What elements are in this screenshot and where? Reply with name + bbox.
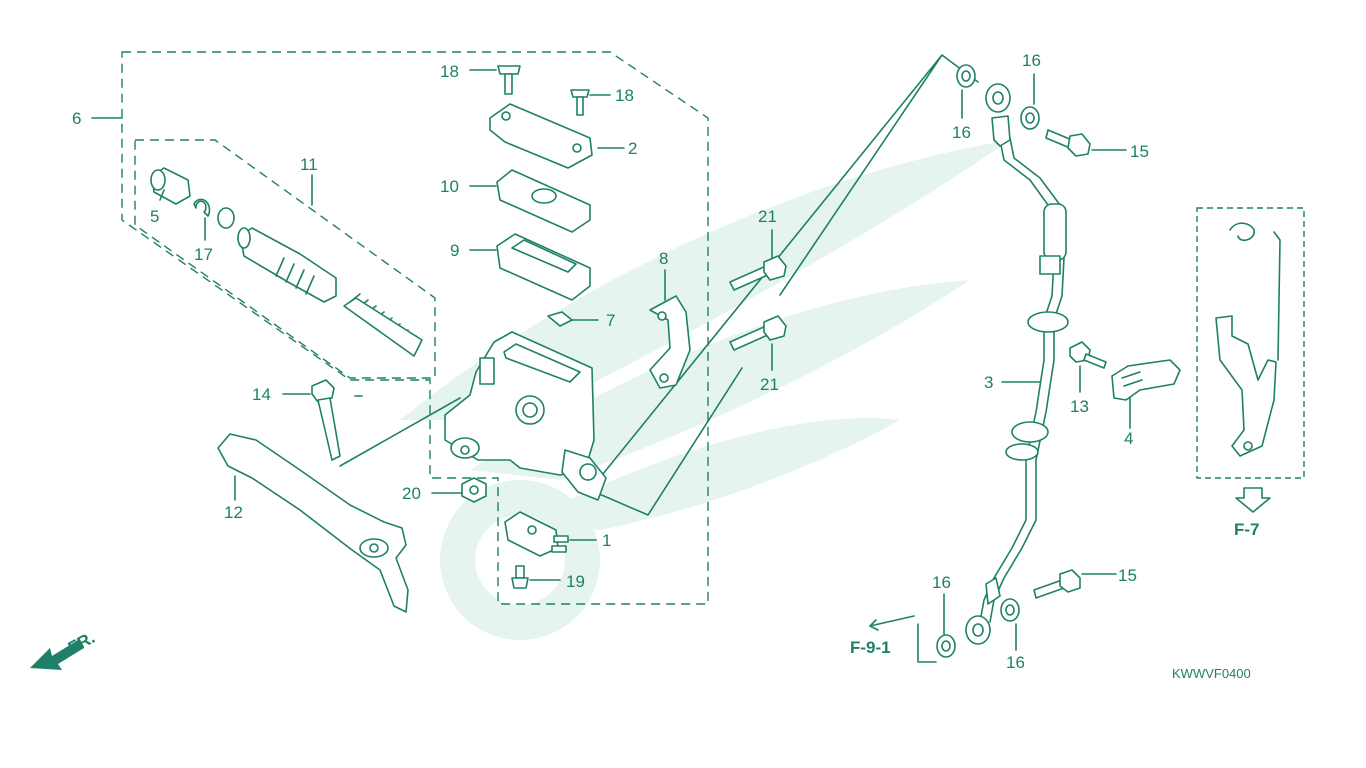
callout-1: 1 <box>602 531 611 550</box>
callout-9: 9 <box>450 241 459 260</box>
banjo-fitting-upper <box>985 83 1011 147</box>
callout-17: 17 <box>194 245 213 264</box>
callout-21-lower: 21 <box>760 375 779 394</box>
callout-12: 12 <box>224 503 243 522</box>
hose-clamp <box>1111 359 1181 401</box>
diaphragm-plate <box>496 169 591 233</box>
callout-20: 20 <box>402 484 421 503</box>
callout-11: 11 <box>300 155 318 174</box>
spring <box>343 293 423 357</box>
holder <box>649 295 691 389</box>
banjo-fitting-lower <box>965 615 991 645</box>
screw-19 <box>511 565 529 589</box>
callout-3: 3 <box>984 373 993 392</box>
washer-16-a <box>956 64 976 88</box>
washer-16-c <box>936 634 956 658</box>
front-direction-arrow: FR. <box>30 628 98 670</box>
circlip <box>193 198 211 217</box>
boot <box>150 167 191 205</box>
callout-5: 5 <box>150 207 159 226</box>
reservoir-cap <box>489 103 593 169</box>
bolt-21-upper <box>729 255 787 291</box>
callout-8: 8 <box>659 249 668 268</box>
front-stop-switch <box>504 511 569 557</box>
bolt-21-lower <box>729 315 787 351</box>
master-cylinder-body <box>444 331 607 501</box>
brake-hose <box>979 137 1069 623</box>
oil-bolt-15-upper <box>1045 129 1091 157</box>
washer-16-d <box>1000 598 1020 622</box>
callout-15-lower: 15 <box>1118 566 1137 585</box>
callout-6: 6 <box>72 109 81 128</box>
callout-4: 4 <box>1124 429 1133 448</box>
callout-leader-lines <box>91 69 1131 651</box>
brake-lever <box>217 433 409 613</box>
pivot-bolt <box>311 379 341 461</box>
bolt-13 <box>1069 341 1107 369</box>
callout-18-upper: 18 <box>440 62 459 81</box>
washer-16-b <box>1020 106 1040 130</box>
piston-kit-group-boundary <box>134 139 436 379</box>
callout-16-b: 16 <box>1022 51 1041 70</box>
callout-16-a: 16 <box>952 123 971 142</box>
f9-1-reference-arrow <box>869 615 937 663</box>
callout-21-upper: 21 <box>758 207 777 226</box>
oil-bolt-15-lower <box>1033 569 1081 599</box>
diaphragm <box>496 233 591 301</box>
nut <box>461 477 487 503</box>
callout-10: 10 <box>440 177 459 196</box>
callout-16-d: 16 <box>1006 653 1025 672</box>
callout-15-upper: 15 <box>1130 142 1149 161</box>
pedal-reference-drawing <box>1215 222 1281 457</box>
f7-reference-label: F-7 <box>1234 520 1260 539</box>
screw-18-upper <box>497 65 521 95</box>
callout-14: 14 <box>252 385 271 404</box>
callout-13: 13 <box>1070 397 1089 416</box>
callout-7: 7 <box>606 311 615 330</box>
f7-reference-arrow <box>1235 487 1271 513</box>
piston-seal <box>217 207 235 229</box>
piston <box>237 227 337 303</box>
callout-18-lower: 18 <box>615 86 634 105</box>
master-cylinder-group-boundary <box>121 51 709 605</box>
f9-1-reference-label: F-9-1 <box>850 638 891 657</box>
screw-18-lower <box>570 89 590 116</box>
callout-19: 19 <box>566 572 585 591</box>
pedal-reference-box <box>1196 207 1305 479</box>
diagram-code: KWWVF0400 <box>1172 666 1251 681</box>
callout-2: 2 <box>628 139 637 158</box>
callout-16-c: 16 <box>932 573 951 592</box>
pivot-bolt-leader <box>339 397 461 467</box>
